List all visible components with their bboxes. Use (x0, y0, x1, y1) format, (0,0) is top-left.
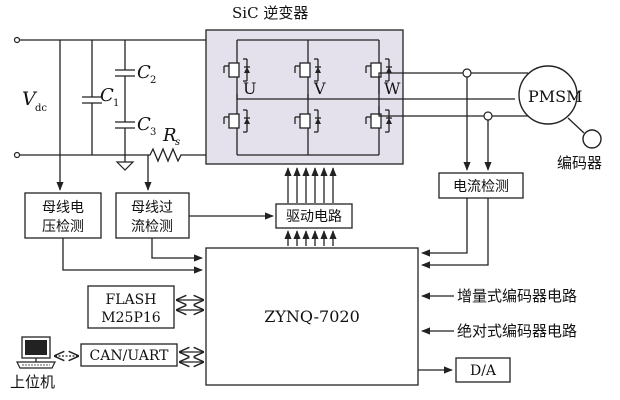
absolute-encoder-label: 绝对式编码器电路 (457, 322, 577, 340)
flash-line2: M25P16 (101, 310, 160, 326)
host-label: 上位机 (10, 373, 55, 391)
pmsm-motor: PMSM 编码器 (518, 65, 602, 172)
c2-subscript: 2 (150, 75, 156, 86)
absolute-encoder-circuit: 绝对式编码器电路 (421, 322, 577, 340)
bus-current-line2: 流检测 (131, 219, 173, 235)
inverter-title: SiC 逆变器 (232, 4, 308, 22)
vdc-label: V (22, 88, 38, 110)
dac-output: D/A (418, 357, 511, 383)
phase-u-label: U (243, 79, 256, 98)
bus-voltage-line2: 压检测 (42, 219, 84, 235)
dac-label: D/A (470, 363, 497, 379)
can-uart-interface: CAN/UART (55, 343, 203, 366)
c2-label: C (137, 62, 151, 83)
zynq-controller: ZYNQ-7020 (205, 247, 419, 386)
bus-overcurrent-detect: 母线过 流检测 (115, 192, 190, 239)
computer-icon (16, 336, 56, 369)
host-computer: 上位机 (10, 336, 56, 391)
c3-subscript: 3 (150, 127, 156, 138)
bus-current-line1: 母线过 (131, 200, 173, 216)
c3-label: C (137, 114, 151, 135)
incremental-encoder-label: 增量式编码器电路 (457, 287, 577, 305)
current-detect: 电流检测 (438, 172, 524, 199)
current-sense-label: 电流检测 (453, 179, 509, 195)
driver-circuit: 驱动电路 (275, 203, 353, 229)
encoder-icon (582, 129, 602, 149)
sic-inverter: SiC 逆变器 U V W (205, 4, 528, 171)
flash-line1: FLASH (106, 292, 157, 308)
phase-v-label: V (313, 79, 326, 98)
dc-bus: V dc C 1 C 2 C 3 R s (13, 36, 206, 191)
encoder-label: 编码器 (557, 154, 602, 172)
bus-voltage-detect: 母线电 压检测 (24, 192, 102, 239)
incremental-encoder-circuit: 增量式编码器电路 (421, 287, 577, 305)
bus-voltage-line1: 母线电 (42, 200, 84, 216)
rs-label: R (162, 125, 177, 146)
c1-subscript: 1 (113, 98, 119, 109)
driver-label: 驱动电路 (286, 209, 342, 225)
c1-label: C (100, 85, 114, 106)
flash-memory: FLASH M25P16 (87, 285, 203, 329)
inverter-box (205, 29, 404, 165)
phase-w-label: W (384, 79, 401, 98)
motor-label: PMSM (528, 87, 583, 106)
gate-signals (189, 167, 337, 246)
controller-label: ZYNQ-7020 (264, 307, 360, 326)
comm-label: CAN/UART (90, 348, 170, 364)
rs-subscript: s (175, 137, 180, 148)
vdc-subscript: dc (35, 103, 47, 114)
